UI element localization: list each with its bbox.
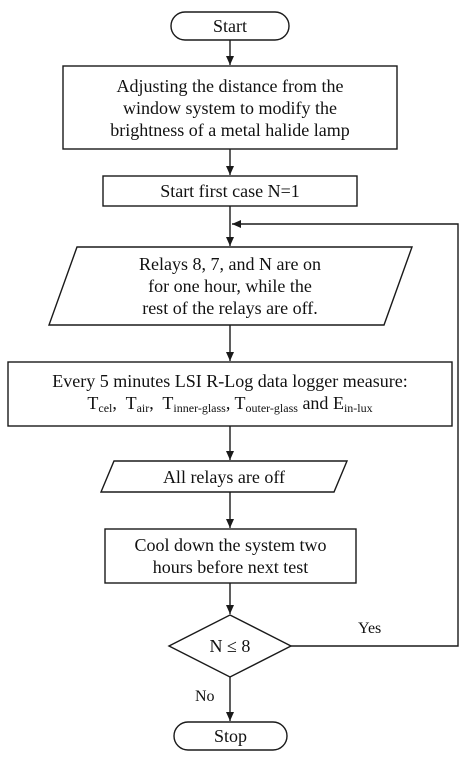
first-case-text: Start first case N=1 xyxy=(160,181,300,201)
stop-terminal xyxy=(173,721,288,751)
first-case-box xyxy=(102,175,358,207)
adjust-line-2: window system to modify the xyxy=(123,97,337,118)
relays-line-3: rest of the relays are off. xyxy=(142,298,318,318)
cool-down-line-1: Cool down the system two xyxy=(134,535,327,555)
measure-text: Every 5 minutes LSI R-Log data logger me… xyxy=(8,362,452,426)
measure-line-1: Every 5 minutes LSI R-Log data logger me… xyxy=(52,370,408,391)
measure-variables: Tcel, Tair, Tinner-glass, Touter-glass a… xyxy=(87,392,373,415)
and-word: and xyxy=(302,392,329,413)
yes-loop-connector xyxy=(232,220,459,647)
start-label: Start xyxy=(213,16,247,36)
relays-on-text: Relays 8, 7, and N are on for one hour, … xyxy=(60,247,400,325)
stop-label: Stop xyxy=(213,726,247,746)
var-e-in-lux: Ein-lux xyxy=(332,392,373,415)
adjust-distance-box xyxy=(62,65,398,150)
relays-line-2: for one hour, while the xyxy=(148,276,312,296)
decision-text: N ≤ 8 xyxy=(209,636,251,656)
yes-label: Yes xyxy=(358,620,382,637)
relays-on-parallelogram xyxy=(48,246,413,326)
cool-down-box xyxy=(104,528,357,584)
cool-down-text: Cool down the system two hours before ne… xyxy=(105,529,356,583)
var-t-cel: Tcel xyxy=(87,392,113,415)
var-t-air: Tair xyxy=(125,392,150,415)
adjust-distance-text: Adjusting the distance from the window s… xyxy=(63,66,397,149)
no-label: No xyxy=(195,688,215,705)
measure-box xyxy=(7,361,453,427)
adjust-line-1: Adjusting the distance from the xyxy=(116,75,344,96)
var-t-inner-glass: Tinner-glass xyxy=(162,392,226,415)
all-relays-off-text: All relays are off xyxy=(162,466,286,487)
relays-line-1: Relays 8, 7, and N are on xyxy=(139,254,321,274)
all-relays-off-parallelogram xyxy=(99,460,349,493)
var-t-outer-glass: Touter-glass xyxy=(234,392,298,415)
cool-down-line-2: hours before next test xyxy=(152,557,309,577)
adjust-line-3: brightness of a metal halide lamp xyxy=(110,119,350,140)
